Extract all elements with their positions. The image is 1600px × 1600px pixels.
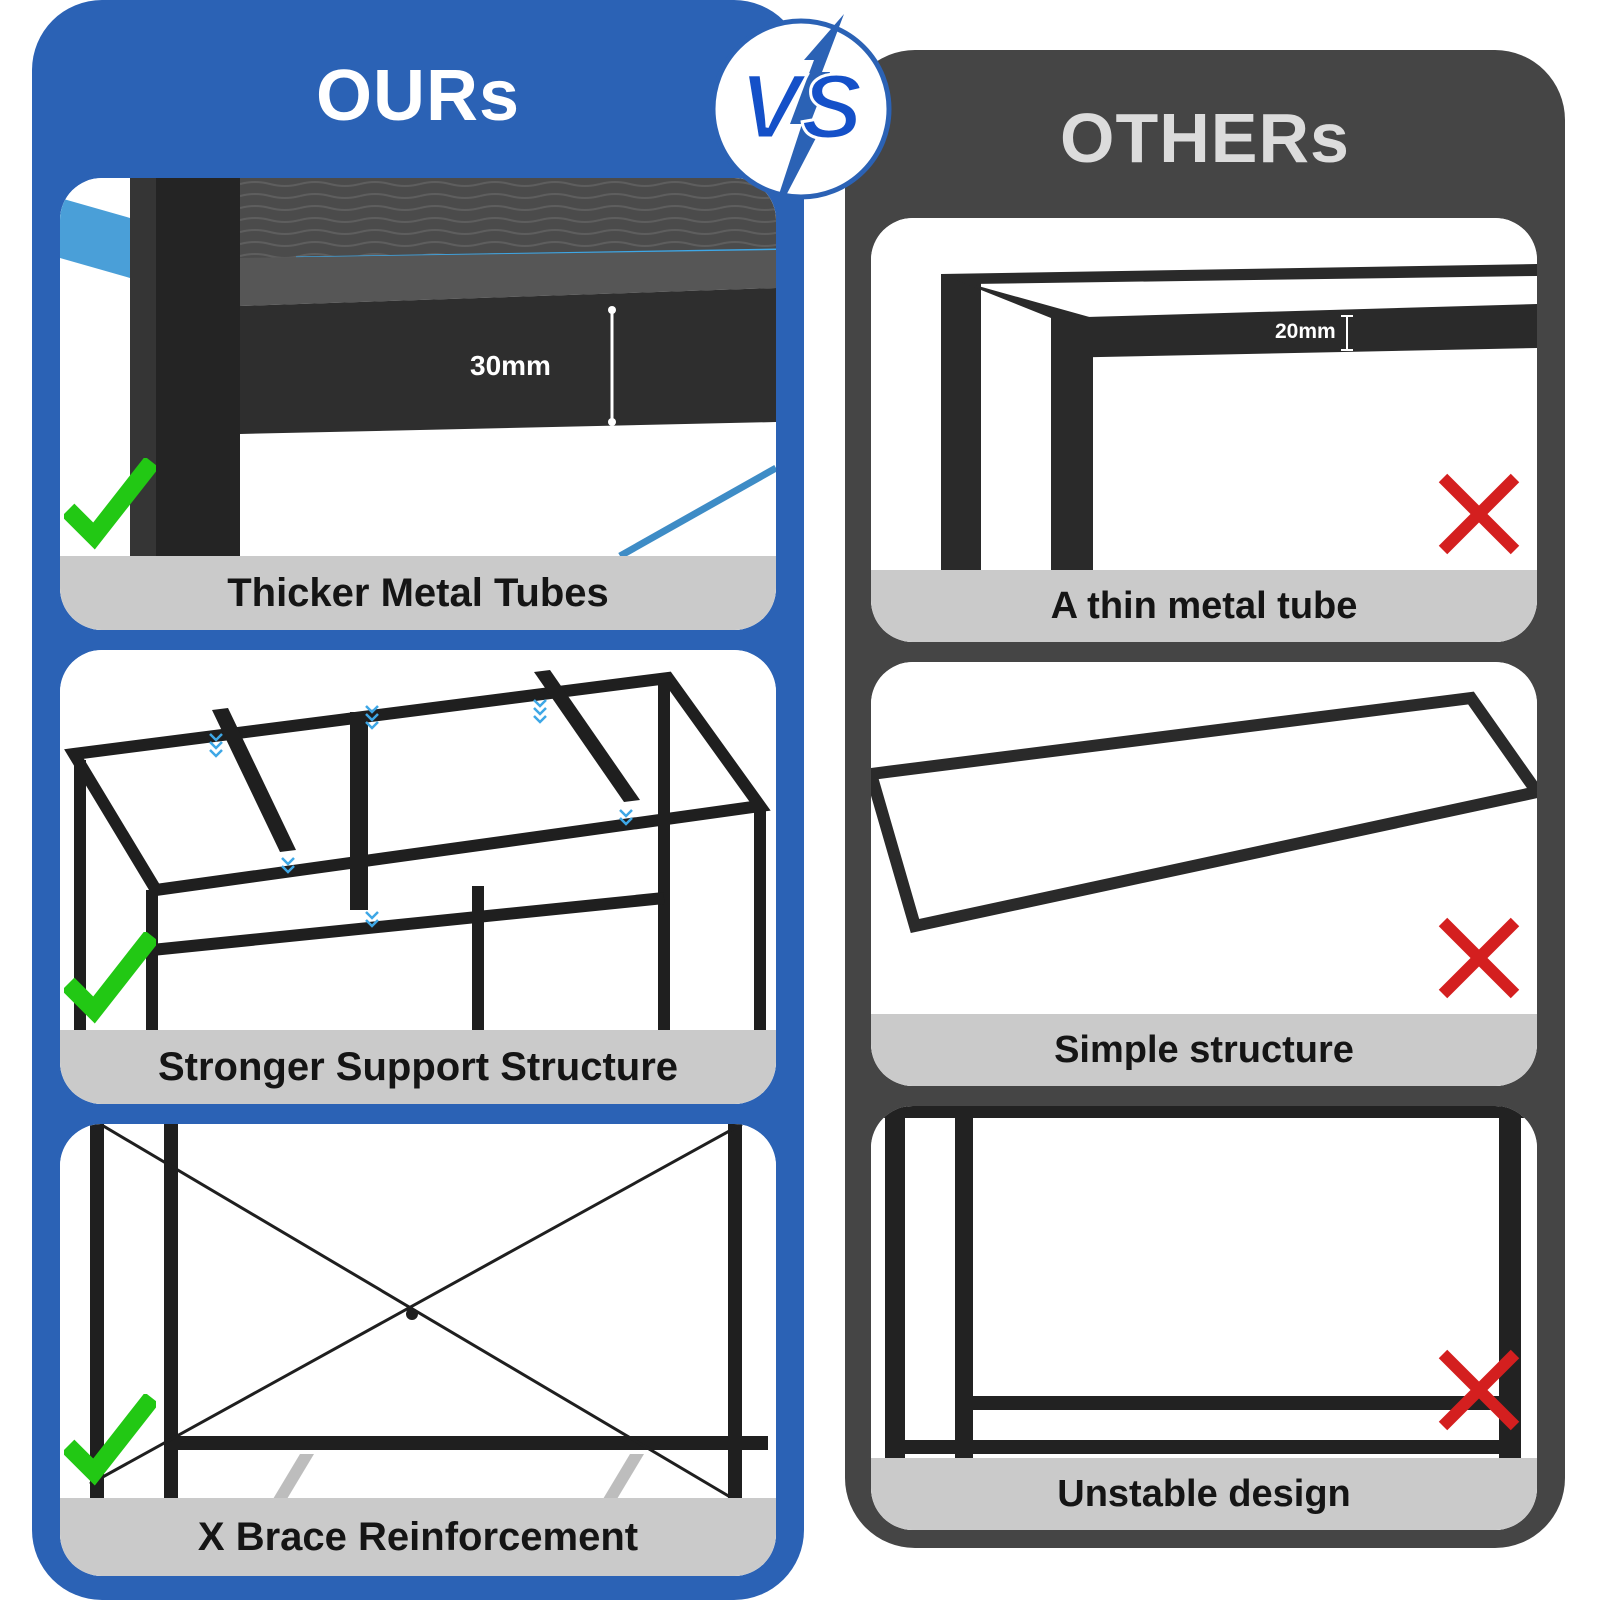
support-structure-image <box>60 650 776 1104</box>
vs-badge: VS <box>706 14 896 234</box>
ours-caption-2: Stronger Support Structure <box>60 1030 776 1104</box>
others-caption-3: Unstable design <box>871 1458 1537 1530</box>
ours-column: OURs 30mm <box>32 0 804 1600</box>
vs-circle-icon: VS <box>710 14 892 234</box>
ours-panel-support-structure: Stronger Support Structure <box>60 650 776 1104</box>
others-panel-unstable-design: Unstable design <box>871 1106 1537 1530</box>
ours-caption-3: X Brace Reinforcement <box>60 1498 776 1576</box>
others-caption-2: Simple structure <box>871 1014 1537 1086</box>
others-caption-1: A thin metal tube <box>871 570 1537 642</box>
ours-caption-1: Thicker Metal Tubes <box>60 556 776 630</box>
ours-panel-x-brace: X Brace Reinforcement <box>60 1124 776 1576</box>
cross-icon <box>1438 1349 1520 1431</box>
measure-label-30mm: 30mm <box>470 350 551 381</box>
ours-title: OURs <box>315 56 521 136</box>
others-panel-simple-structure: Simple structure <box>871 662 1537 1086</box>
check-icon <box>64 1394 156 1486</box>
vs-label: VS <box>740 56 863 158</box>
cross-icon <box>1438 917 1520 999</box>
measure-label-20mm: 20mm <box>1275 320 1336 343</box>
ours-panel-thicker-tubes: 30mm Thicker Metal Tubes <box>60 178 776 630</box>
check-icon <box>64 458 156 550</box>
others-column: OTHERs 20mm A thin metal tube <box>845 50 1565 1548</box>
cross-icon <box>1438 473 1520 555</box>
others-title: OTHERs <box>1060 99 1350 177</box>
others-panel-thin-tube: 20mm A thin metal tube <box>871 218 1537 642</box>
thick-tube-image <box>60 178 776 630</box>
check-icon <box>64 932 156 1024</box>
